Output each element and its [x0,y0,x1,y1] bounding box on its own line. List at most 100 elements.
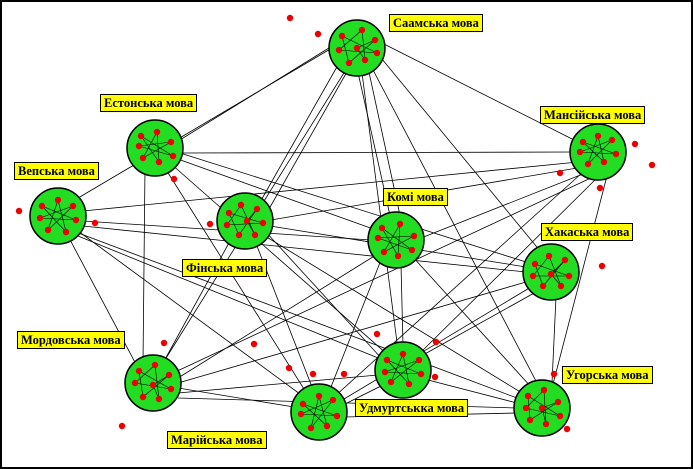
node-dot [410,232,418,240]
label-finnish: Фінська мова [182,259,268,277]
node-dot [345,59,353,67]
label-mansi: Мансійська мова [540,106,646,124]
node-spoke [597,135,605,163]
label-hungarian: Угорська мова [562,366,653,384]
node-dot [62,228,70,236]
edge-endpoint-dot [118,422,126,430]
edge-mansi-hungarian [551,171,609,389]
node-dot [579,138,587,146]
node-dot [557,282,565,290]
node-dot [243,217,251,225]
edge-mordvin-mari [177,387,295,408]
edge-saami-udmurt [361,72,399,351]
edge-mordvin-udmurt [177,374,379,394]
edge-komi-mari [328,259,382,393]
label-mari: Марійська мова [167,431,267,449]
edge-endpoint-dot [170,175,178,183]
node-dot [151,361,159,369]
node-spoke [377,237,413,251]
edge-saami-finnish [254,57,343,212]
node-spoke [534,263,544,287]
edge-khakas-mordvin [177,281,527,384]
node-dot [408,246,416,254]
node-dot [396,220,404,228]
node-dot [38,202,46,210]
node-spoke [529,401,559,421]
node-spoke [140,135,174,157]
node-dot [153,128,161,136]
node-spoke [532,255,550,277]
node-dot [333,412,341,420]
node-spoke [550,259,566,275]
node-dot [387,378,395,386]
dot-group [15,14,656,433]
node-dot [358,26,366,34]
node-dot [165,371,173,379]
label-komi: Комі мова [383,188,448,206]
node-spoke [134,364,156,384]
node-dot [526,416,534,424]
edge-endpoint-dot [314,30,322,38]
node-spoke [310,399,334,429]
node-spoke [138,145,174,157]
node-dot [374,234,382,242]
edge-komi-hungarian [410,254,533,389]
edge-endpoint-dot [631,140,639,148]
node-dot [529,272,537,280]
node-dot [394,252,402,260]
node-dot [297,410,305,418]
edge-estonian-komi [174,157,377,231]
node-dot [135,142,143,150]
edge-estonian-khakas [179,152,527,263]
node-dot [524,392,532,400]
node-dot [600,158,608,166]
node-dot [237,201,245,209]
edge-saami-hungarian [371,67,538,384]
edge-mansi-veps [82,161,579,212]
node-dot [54,196,62,204]
node-spoke [383,235,415,253]
node-spoke [138,370,144,398]
node-dot [149,381,157,389]
node-spoke [226,222,264,226]
node-dot [167,138,175,146]
edge-endpoint-dot [431,373,439,381]
node-dot [137,132,145,140]
node-dot [539,282,547,290]
label-saami: Саамська мова [389,14,483,32]
node-dot [417,370,425,378]
node-spoke [397,223,401,257]
node-dot [381,368,389,376]
edge-endpoint-dot [250,340,258,348]
node-dot [335,46,343,54]
edge-endpoint-dot [432,338,440,346]
node-dot [522,404,530,412]
node-spoke [377,235,415,239]
node-spoke [356,39,376,49]
edge-estonian-mordvin [142,167,146,364]
label-mordvin: Мордовська мова [17,331,125,349]
node-dot [259,219,267,227]
node-dot [540,386,548,394]
node-spoke [228,212,240,236]
node-spoke [41,205,67,233]
node-spoke [142,131,158,159]
label-estonian: Естонська мова [100,94,198,112]
label-khakas: Хакаська мова [541,223,634,241]
node-dot [371,36,379,44]
edge-endpoint-dot [556,169,564,177]
node-dot [155,395,163,403]
node-dot [378,224,386,232]
edge-endpoint-dot [285,364,293,372]
node-spoke [579,151,617,155]
node-spoke [381,227,413,251]
node-spoke [341,35,350,64]
edge-endpoint-dot [563,425,571,433]
node-dot [223,221,231,229]
node-spoke [302,403,338,417]
node-spoke [348,39,376,64]
node-spoke [138,141,172,147]
edge-endpoint-dot [309,370,317,378]
node-spoke [318,395,328,427]
